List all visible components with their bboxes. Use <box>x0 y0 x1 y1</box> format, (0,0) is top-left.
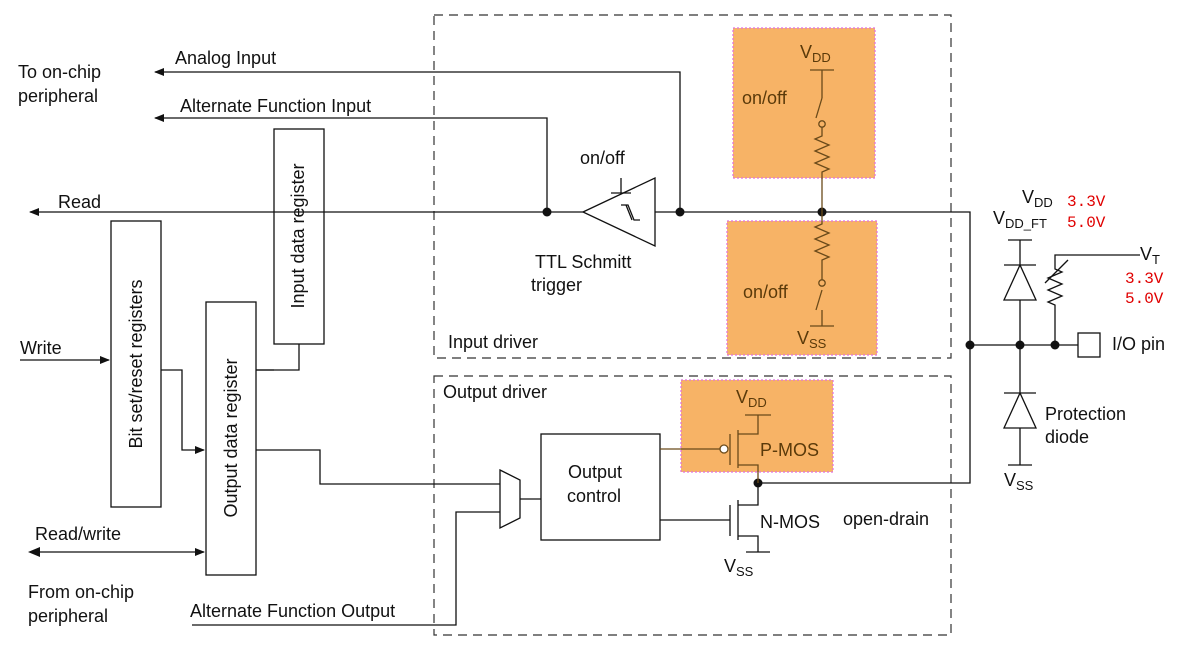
output-data-register <box>205 301 257 576</box>
ttl-schmitt-label-2: trigger <box>531 275 582 295</box>
hysteresis-icon <box>621 204 640 221</box>
diode-vdd-label: VDD <box>1022 187 1053 210</box>
diode-vss-label: VSS <box>1004 470 1034 493</box>
bit-set-reset-label: Bit set/reset registers <box>126 279 146 448</box>
read-write-label: Read/write <box>35 524 121 544</box>
pullup-highlight <box>732 27 876 179</box>
pmos-vdd-label: VDD <box>736 387 767 410</box>
io-pin-box <box>1077 332 1101 358</box>
protection-diode-label-2: diode <box>1045 427 1089 447</box>
input-sense-wire <box>655 211 971 484</box>
protection-diode-label-1: Protection <box>1045 404 1126 424</box>
schmitt-trigger <box>581 176 656 248</box>
from-onchip-label-2: peripheral <box>28 606 108 626</box>
analog-input-wire <box>154 68 681 212</box>
pullup-resistor <box>813 127 831 212</box>
bit-set-reset-registers <box>110 220 162 508</box>
vdd-voltage-value: 3.3V <box>1067 193 1106 211</box>
pulldown-resistor <box>813 212 831 280</box>
alt-func-input-wire <box>154 114 548 212</box>
alt-func-input-label: Alternate Function Input <box>180 96 371 116</box>
vt-voltage-value-1: 3.3V <box>1125 270 1164 288</box>
junction-dot <box>542 207 552 217</box>
vt-resistor-arrow <box>1044 259 1069 284</box>
pmos-gate-bubble <box>719 444 729 454</box>
pulldown-on-off-label: on/off <box>743 282 789 302</box>
output-driver-label: Output driver <box>443 382 547 402</box>
lower-protection-diode <box>1002 391 1038 429</box>
output-control-block <box>540 433 661 541</box>
junction-dot <box>675 207 685 217</box>
alt-func-output-wire <box>192 511 500 626</box>
alt-func-output-label: Alternate Function Output <box>190 601 395 621</box>
pullup-vdd-label: VDD <box>800 42 831 65</box>
pullup-on-off-label: on/off <box>742 88 788 108</box>
pulldown-highlight <box>726 220 878 356</box>
diode-vdd-ft-label: VDD_FT <box>993 208 1047 231</box>
output-control-label-1: Output <box>568 462 622 482</box>
output-control-label-2: control <box>567 486 621 506</box>
nmos-label: N-MOS <box>760 512 820 532</box>
vt-resistor <box>1046 254 1140 345</box>
output-data-register-label: Output data register <box>221 358 241 517</box>
pmos-highlight <box>680 379 834 473</box>
to-onchip-label-1: To on-chip <box>18 62 101 82</box>
pulldown-vss-label: VSS <box>797 328 827 351</box>
write-label: Write <box>20 338 62 358</box>
vdd-ft-voltage-value: 5.0V <box>1067 214 1106 232</box>
pulldown-switch <box>815 289 823 311</box>
io-pin-label: I/O pin <box>1112 334 1165 354</box>
to-onchip-label-2: peripheral <box>18 86 98 106</box>
nmos-vss-label: VSS <box>724 556 754 579</box>
output-driver-boundary <box>433 375 952 636</box>
read-label: Read <box>58 192 101 212</box>
from-onchip-label-1: From on-chip <box>28 582 134 602</box>
output-mux <box>499 468 521 530</box>
vt-label: VT <box>1140 244 1160 267</box>
open-drain-label: open-drain <box>843 509 929 529</box>
input-data-register-label: Input data register <box>288 163 308 308</box>
input-driver-label: Input driver <box>448 332 538 352</box>
input-driver-boundary <box>433 14 952 359</box>
pmos-label: P-MOS <box>760 440 819 460</box>
trigger-on-off-label: on/off <box>580 148 626 168</box>
analog-input-label: Analog Input <box>175 48 276 68</box>
upper-protection-diode <box>1002 263 1038 301</box>
bsrr-to-odr-wire <box>161 369 205 454</box>
odr-to-mux-wire <box>256 449 500 485</box>
vt-voltage-value-2: 5.0V <box>1125 290 1164 308</box>
ttl-schmitt-label-1: TTL Schmitt <box>535 252 631 272</box>
pullup-switch <box>815 97 823 119</box>
